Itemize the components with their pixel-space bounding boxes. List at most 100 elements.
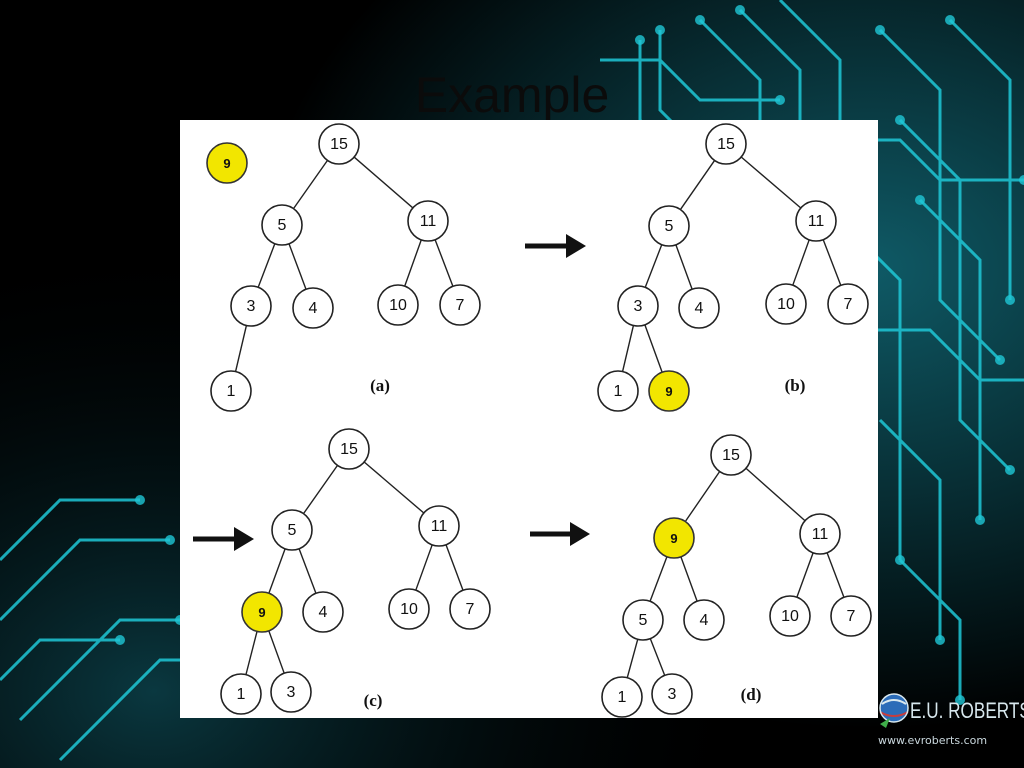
node-value: 15 [330,136,348,153]
node-value: 4 [695,300,704,317]
node-circle [678,287,720,329]
tree-node: 3 [617,285,659,327]
tree-node: 4 [292,287,334,329]
subfigure-label: (a) [370,376,390,395]
tree-edge [684,471,721,522]
node-value: 5 [278,217,287,234]
tree-node: 10 [377,284,419,326]
tree-node: 11 [407,200,449,242]
arrow-b-to-c [193,527,254,551]
highlighted-node: 9 [648,370,690,412]
node-circle [617,285,659,327]
tree-edge [680,556,698,602]
node-circle [765,283,807,325]
node-circle [407,200,449,242]
tree-edge [445,544,464,591]
tree-node: 3 [651,673,693,715]
node-value: 7 [847,608,856,625]
tree-node: 5 [261,204,303,246]
node-circle [648,370,690,412]
node-circle [622,599,664,641]
tree-edge [649,638,666,676]
tree-node: 15 [318,123,360,165]
node-circle [710,434,752,476]
node-value: 11 [808,213,825,230]
tree-edge [415,544,433,591]
tree-node: 7 [439,284,481,326]
tree-edge [675,244,693,290]
node-circle [328,428,370,470]
node-circle [449,588,491,630]
node-value: 15 [722,447,740,464]
tree-edge [644,244,663,288]
node-circle [230,285,272,327]
tree-node: 1 [220,673,262,715]
node-circle [418,505,460,547]
tree-edge [796,552,814,598]
tree-node: 5 [648,205,690,247]
node-value: 9 [665,384,672,399]
node-value: 10 [400,601,418,618]
highlighted-node: 9 [241,591,283,633]
node-value: 7 [466,601,475,618]
tree-edge [822,239,842,286]
node-value: 5 [288,522,297,539]
tree-node: 1 [210,370,252,412]
node-circle [795,200,837,242]
tree-edge [257,243,276,288]
node-circle [241,591,283,633]
tree-node: 11 [799,513,841,555]
node-value: 15 [340,441,358,458]
tree-node: 1 [601,676,643,718]
node-value: 5 [639,612,648,629]
tree-node: 4 [683,599,725,641]
node-value: 10 [777,296,795,313]
tree-edge [292,159,329,210]
tree-node: 7 [827,283,869,325]
tree-edge [404,239,422,287]
node-circle [302,591,344,633]
arrow-a-to-b [525,234,586,258]
node-circle [648,205,690,247]
node-value: 15 [717,136,735,153]
evroberts-logo: E.U. ROBERTS www.evroberts.com [872,686,1024,756]
tree-edge [288,243,307,290]
node-circle [683,599,725,641]
node-value: 1 [227,383,236,400]
node-circle [830,595,872,637]
highlighted-node: 9 [653,517,695,559]
tree-node: 11 [795,200,837,242]
tree-edge [353,156,414,209]
node-value: 9 [670,531,677,546]
tree-node: 10 [765,283,807,325]
node-circle [270,671,312,713]
tree-edge [826,552,845,598]
tree-node: 5 [271,509,313,551]
node-value: 1 [614,383,623,400]
node-value: 4 [319,604,328,621]
tree-edge [298,548,317,594]
logo-url: www.evroberts.com [878,734,988,747]
tree-edge [434,239,454,287]
node-value: 3 [287,684,296,701]
tree-edge [234,325,248,372]
node-value: 4 [309,300,318,317]
node-value: 4 [700,612,709,629]
tree-node: 4 [302,591,344,633]
node-value: 10 [781,608,799,625]
node-circle [261,204,303,246]
tree-node: 1 [597,370,639,412]
tree-edge [363,461,425,514]
node-circle [318,123,360,165]
tree-edge [621,325,635,372]
node-value: 9 [223,156,230,171]
tree-edge [649,556,668,602]
node-value: 5 [665,218,674,235]
node-circle [769,595,811,637]
node-circle [210,370,252,412]
